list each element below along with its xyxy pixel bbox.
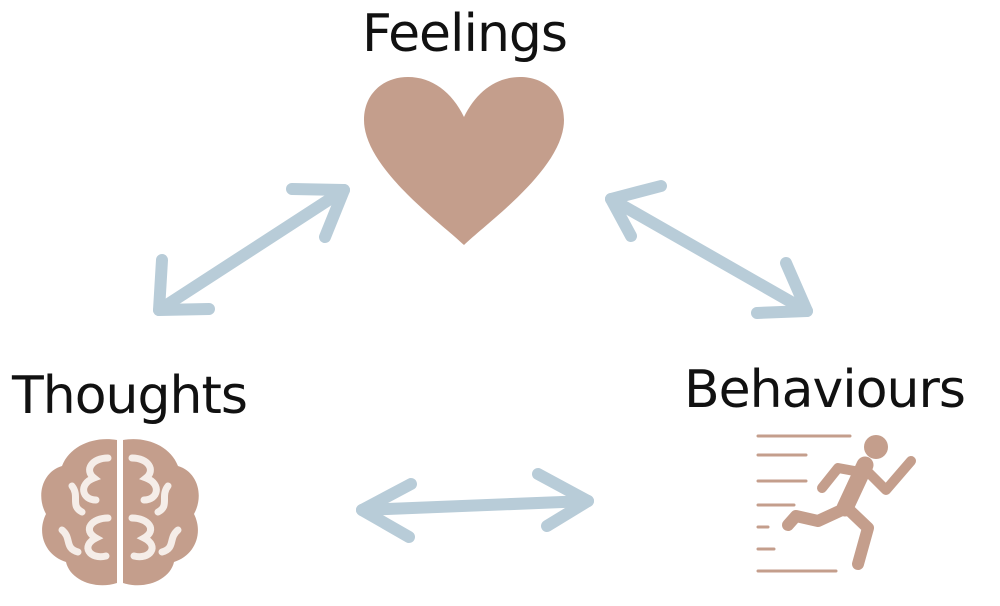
- feelings-label: Feelings: [362, 4, 568, 64]
- brain-icon: [41, 439, 199, 586]
- behaviours-label: Behaviours: [684, 360, 966, 420]
- heart-icon: [364, 77, 564, 245]
- thoughts-label: Thoughts: [12, 366, 248, 426]
- arrow-thoughts-feelings: [153, 183, 350, 316]
- arrow-feelings-behaviours: [605, 180, 813, 319]
- running-person-icon: [756, 434, 916, 573]
- arrow-thoughts-behaviours: [356, 468, 594, 543]
